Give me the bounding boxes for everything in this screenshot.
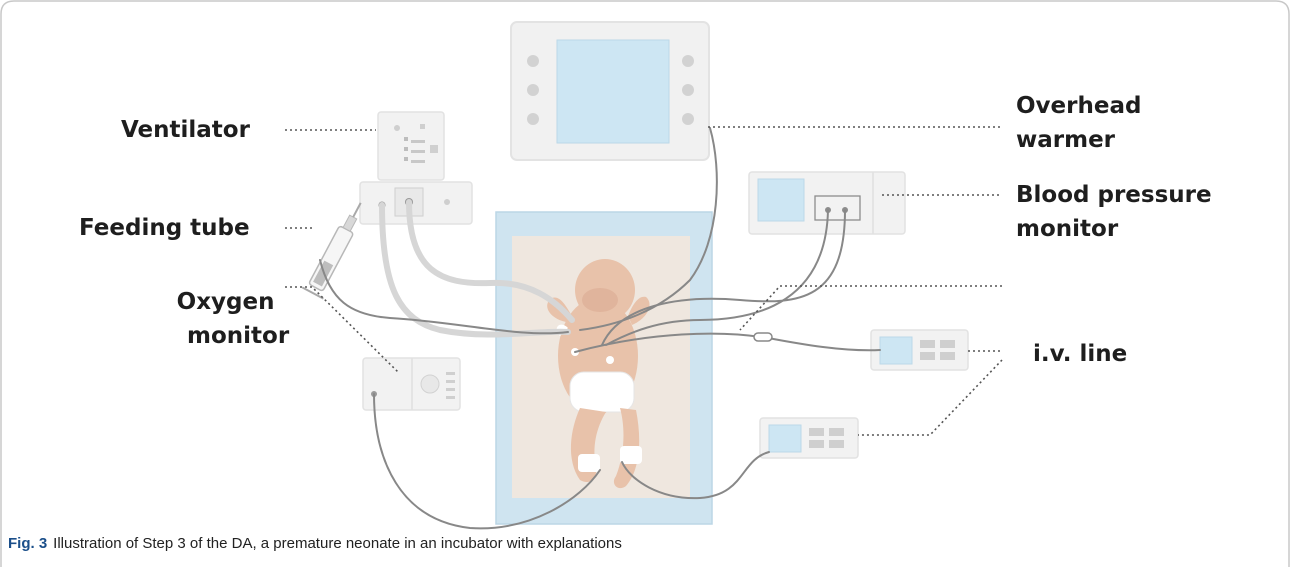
label-blood-pressure-monitor: Blood pressure monitor <box>1016 178 1212 246</box>
label-feeding-tube: Feeding tube <box>79 215 250 241</box>
overhead-warmer-device <box>510 21 710 161</box>
label-oxygen-monitor-line1: Oxygen <box>176 289 275 315</box>
oxygen-monitor-device <box>362 357 461 411</box>
blood-pressure-monitor-device <box>748 171 906 235</box>
premature-neonate <box>547 259 650 489</box>
label-overhead-warmer-line2: warmer <box>1016 127 1116 153</box>
figure-caption: Fig. 3 Illustration of Step 3 of the DA, … <box>8 535 622 552</box>
caption-text: Illustration of Step 3 of the DA, a prem… <box>53 535 622 552</box>
leader-lines <box>285 126 1003 436</box>
infusion-pump-upper <box>870 329 969 371</box>
label-iv-line: i.v. line <box>1033 341 1128 367</box>
label-overhead-warmer-line1: Overhead <box>1016 93 1142 119</box>
infusion-pump-lower <box>759 417 859 459</box>
caption-figure-number: Fig. 3 <box>8 535 48 552</box>
label-oxygen-monitor-line2: monitor <box>187 323 290 349</box>
label-oxygen-monitor: Oxygen monitor <box>162 285 290 353</box>
label-ventilator: Ventilator <box>121 117 250 143</box>
ventilator-device <box>359 111 473 225</box>
label-overhead-warmer: Overhead warmer <box>1016 89 1141 157</box>
tubes <box>319 127 881 530</box>
label-blood-pressure-line2: monitor <box>1016 216 1119 242</box>
label-blood-pressure-line1: Blood pressure <box>1016 182 1212 208</box>
